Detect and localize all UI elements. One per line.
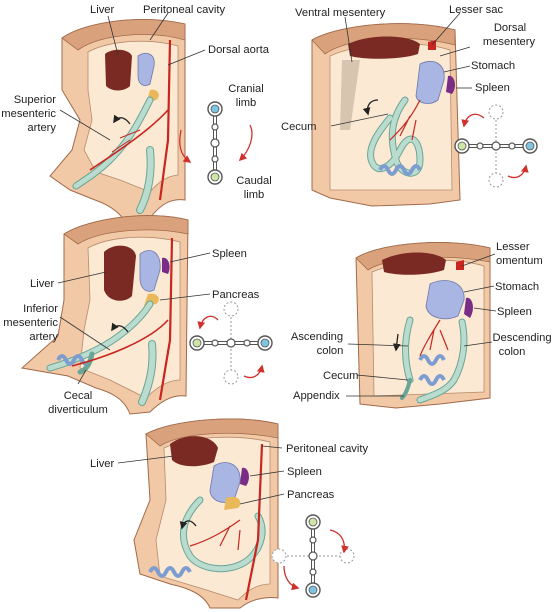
- superior-mesenteric-artery: [89, 109, 169, 171]
- label-cecal-diverticulum: Cecal: [64, 390, 93, 402]
- liver: [104, 245, 136, 301]
- rotation-arrow: [113, 114, 131, 125]
- dorsal-aorta: [158, 39, 172, 201]
- dorsal-aorta: [244, 443, 264, 601]
- liver: [105, 49, 132, 91]
- svg-text:omentum: omentum: [496, 255, 543, 267]
- body-wall-cut: [63, 215, 189, 245]
- label-ascending-colon: Ascending: [291, 331, 343, 343]
- small-intestine-coils: [378, 164, 422, 176]
- rotation-arrow: [111, 322, 129, 333]
- label-spleen: Spleen: [287, 466, 322, 478]
- svg-text:colon: colon: [499, 346, 526, 358]
- label-lesser-omentum: Lesser: [496, 241, 530, 253]
- curved-arrow-icon: [197, 315, 219, 330]
- stomach: [139, 250, 161, 292]
- svg-text:mesentery: mesentery: [483, 36, 536, 48]
- stomach: [415, 61, 445, 104]
- label-appendix: Appendix: [293, 390, 340, 402]
- label-cecum: Cecum: [323, 370, 358, 382]
- svg-text:diverticulum: diverticulum: [48, 404, 108, 416]
- liver: [170, 436, 218, 467]
- panel-3-embryo: [20, 215, 189, 415]
- rotation-arrow: [392, 333, 401, 352]
- label-stomach: Stomach: [471, 60, 515, 72]
- lesser-omentum: [456, 260, 464, 270]
- stomach: [425, 280, 465, 320]
- label-pancreas: Pancreas: [212, 289, 260, 301]
- spleen: [464, 297, 473, 318]
- ventral-mesentery: [340, 60, 360, 130]
- rotation-axis-icon: [206, 100, 224, 186]
- label-dorsal-aorta: Dorsal aorta: [208, 44, 270, 56]
- cecal-diverticulum: [77, 351, 95, 375]
- arteries: [389, 99, 421, 141]
- label-spleen: Spleen: [497, 306, 532, 318]
- body-wall-cut: [61, 19, 186, 51]
- stomach: [137, 52, 155, 86]
- peritoneal-cavity: [371, 259, 485, 397]
- curved-arrow-icon: [238, 124, 253, 162]
- label-liver: Liver: [90, 458, 115, 470]
- label-caudal-limb: Caudal: [236, 175, 271, 187]
- spleen: [240, 467, 249, 486]
- label-lesser-sac: Lesser sac: [449, 4, 504, 16]
- curved-arrow-icon: [329, 529, 349, 554]
- label-descending-colon: Descending: [492, 332, 551, 344]
- label-liver: Liver: [90, 4, 115, 16]
- label-ventral-mesentery: Ventral mesentery: [295, 7, 386, 19]
- body-wall-cut: [145, 418, 279, 447]
- svg-text:mesenteric: mesenteric: [1, 108, 56, 120]
- small-intestine-coils: [148, 566, 192, 578]
- curved-arrow-icon: [179, 129, 192, 163]
- panel-5-axis: [271, 513, 355, 599]
- curved-arrow-icon: [243, 364, 265, 379]
- svg-text:artery: artery: [29, 331, 58, 343]
- label-spleen: Spleen: [212, 248, 247, 260]
- label-superior-mesenteric-artery: Superior: [14, 94, 57, 106]
- svg-text:mesenteric: mesenteric: [3, 317, 58, 329]
- label-peritoneal-cavity: Peritoneal cavity: [286, 443, 368, 455]
- spleen: [162, 257, 170, 274]
- panel-1-embryo: [49, 19, 186, 233]
- svg-text:limb: limb: [236, 97, 257, 109]
- label-inferior-mesenteric-artery: Inferior: [23, 303, 58, 315]
- panel-1-axis: [206, 100, 224, 186]
- rotation-arrow: [179, 520, 197, 530]
- svg-text:limb: limb: [244, 189, 265, 201]
- appendix: [400, 378, 412, 400]
- label-cecum: Cecum: [281, 121, 316, 133]
- arteries: [189, 519, 241, 551]
- svg-text:artery: artery: [27, 122, 56, 134]
- svg-text:colon: colon: [317, 345, 344, 357]
- curved-arrow-icon: [283, 565, 300, 591]
- label-cranial-limb: Cranial: [228, 83, 263, 95]
- pancreas: [224, 496, 241, 510]
- label-peritoneal-cavity: Peritoneal cavity: [143, 4, 225, 16]
- small-intestine-coils: [418, 354, 446, 386]
- label-liver: Liver: [30, 278, 55, 290]
- panel-5-embryo: [133, 418, 279, 609]
- dorsal-aorta: [158, 237, 174, 401]
- liver: [382, 252, 446, 275]
- label-spleen: Spleen: [475, 82, 510, 94]
- panel-4-embryo: [355, 242, 491, 409]
- curved-arrow-icon: [461, 113, 485, 128]
- liver: [348, 36, 420, 59]
- arteries: [419, 319, 449, 357]
- inferior-mesenteric-artery: [71, 319, 169, 367]
- rotation-arrow: [362, 99, 379, 116]
- label-stomach: Stomach: [495, 281, 539, 293]
- label-pancreas: Pancreas: [287, 489, 335, 501]
- spleen: [446, 75, 455, 94]
- panel-2-embryo: [311, 23, 461, 207]
- curved-arrow-icon: [507, 164, 529, 179]
- label-dorsal-mesentery: Dorsal: [494, 22, 526, 34]
